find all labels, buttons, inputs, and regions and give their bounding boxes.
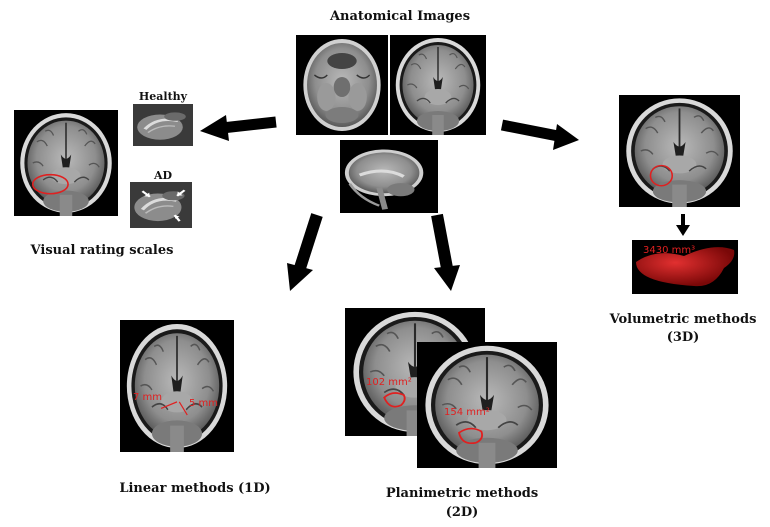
linear-methods-label: Linear methods (1D) — [119, 481, 271, 496]
hippocampus-3d-render — [632, 240, 738, 294]
ad-label: AD — [153, 169, 173, 182]
planimetric-front-image — [417, 342, 557, 468]
planimetric-area-back: 102 mm² — [366, 377, 412, 388]
linear-measure-line-right — [178, 401, 188, 416]
arrow-volumetric-down — [676, 214, 690, 236]
planimetric-label-line1: Planimetric methods — [385, 486, 539, 501]
volume-value: 3430 mm³ — [643, 245, 696, 256]
linear-measure-line-left — [160, 401, 178, 410]
linear-measure-left: 7 mm — [133, 392, 163, 403]
hippocampus-outline — [649, 164, 674, 187]
coronal-mri-image — [390, 35, 486, 135]
healthy-hippocampus-image — [133, 104, 193, 146]
visual-rating-scales-label: Visual rating scales — [30, 243, 174, 258]
ad-hippocampus-image — [130, 182, 192, 228]
linear-coronal-image — [120, 320, 234, 452]
planimetric-outline-back — [383, 392, 406, 408]
volumetric-label-line2: (3D) — [666, 330, 700, 345]
planimetric-area-front: 154 mm² — [444, 407, 490, 418]
arrow-to-volumetric — [500, 119, 579, 150]
title-anatomical-images: Anatomical Images — [329, 9, 471, 24]
sagittal-mri-image — [340, 140, 438, 213]
linear-measure-right: 5 mm — [189, 398, 219, 409]
visual-rating-coronal-image — [14, 110, 118, 216]
healthy-label: Healthy — [138, 90, 188, 103]
planimetric-outline-front — [457, 427, 484, 445]
arrow-to-linear — [287, 213, 323, 291]
volumetric-label-line1: Volumetric methods — [609, 312, 757, 327]
arrow-to-planimetric — [431, 213, 460, 291]
axial-mri-image — [296, 35, 388, 135]
arrow-to-visual-rating — [200, 115, 277, 141]
volumetric-coronal-image — [619, 95, 740, 207]
planimetric-label-line2: (2D) — [445, 505, 479, 520]
hippocampus-outline — [31, 173, 69, 195]
